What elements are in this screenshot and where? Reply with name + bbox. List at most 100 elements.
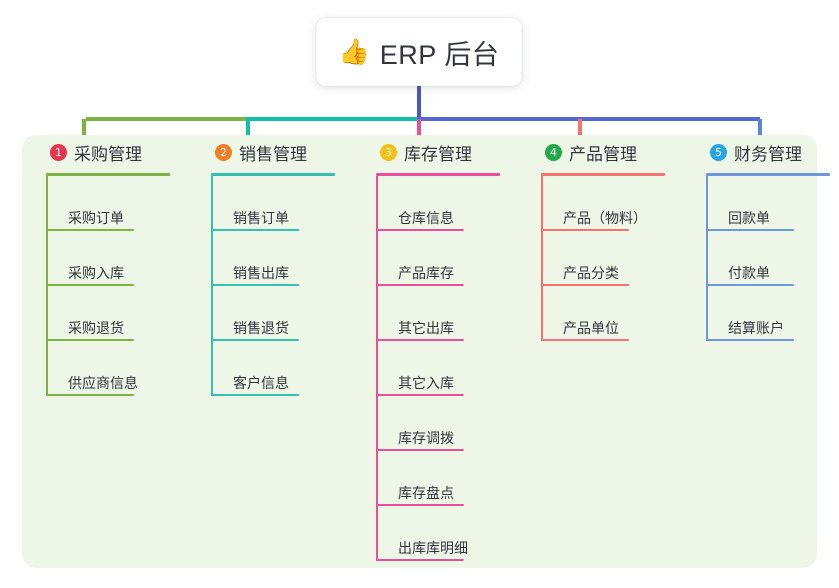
leaf-list-5: 回款单付款单结算账户	[706, 176, 817, 341]
column-badge-1: 1	[50, 143, 67, 161]
leaf-item[interactable]: 供应商信息	[46, 341, 187, 396]
leaf-item[interactable]: 客户信息	[211, 341, 352, 396]
leaf-item-label: 销售订单	[233, 210, 289, 226]
column-header-5[interactable]: 5 财务管理	[698, 135, 817, 169]
column-container: 1 采购管理采购订单采购入库采购退货供应商信息 2 销售管理销售订单销售出库销售退货客…	[22, 135, 830, 568]
column-header-rule-1	[46, 173, 170, 176]
leaf-item-rule	[376, 229, 464, 231]
leaf-item-rule	[376, 339, 464, 341]
diagram-panel	[22, 135, 817, 568]
leaf-item[interactable]: 采购退货	[46, 286, 187, 341]
leaf-item-rule	[376, 559, 464, 561]
column-header-1[interactable]: 1 采购管理	[38, 135, 187, 169]
leaf-item-label: 供应商信息	[68, 375, 138, 391]
leaf-item[interactable]: 库存盘点	[376, 451, 517, 506]
leaf-item-label: 产品库存	[398, 265, 454, 281]
leaf-item[interactable]: 回款单	[706, 176, 817, 231]
leaf-item[interactable]: 仓库信息	[376, 176, 517, 231]
leaf-item[interactable]: 产品分类	[541, 231, 682, 286]
leaf-item-rule	[211, 229, 299, 231]
column-header-3[interactable]: 3 库存管理	[368, 135, 517, 169]
leaf-list-1: 采购订单采购入库采购退货供应商信息	[46, 176, 187, 396]
leaf-item[interactable]: 销售出库	[211, 231, 352, 286]
leaf-item-rule	[376, 449, 464, 451]
branch-column-1: 1 采购管理采购订单采购入库采购退货供应商信息	[22, 135, 187, 396]
leaf-item-rule	[376, 504, 464, 506]
leaf-item[interactable]: 销售退货	[211, 286, 352, 341]
leaf-item-label: 仓库信息	[398, 210, 454, 226]
leaf-item-label: 采购退货	[68, 320, 124, 336]
leaf-item[interactable]: 库存调拨	[376, 396, 517, 451]
leaf-item-rule	[46, 229, 134, 231]
leaf-item-label: 产品单位	[563, 320, 619, 336]
leaf-item[interactable]: 其它入库	[376, 341, 517, 396]
leaf-item-label: 其它入库	[398, 375, 454, 391]
column-header-2[interactable]: 2 销售管理	[203, 135, 352, 169]
leaf-item-rule	[211, 284, 299, 286]
leaf-item[interactable]: 结算账户	[706, 286, 817, 341]
column-header-rule-5	[706, 173, 830, 176]
branch-column-4: 4 产品管理产品（物料） 产品分类产品单位	[517, 135, 682, 341]
column-title-1: 采购管理	[74, 144, 142, 164]
leaf-spine-1	[46, 176, 48, 396]
leaf-item[interactable]: 采购入库	[46, 231, 187, 286]
branch-column-2: 2 销售管理销售订单销售出库销售退货客户信息	[187, 135, 352, 396]
leaf-item[interactable]: 出库库明细	[376, 506, 517, 561]
leaf-item[interactable]: 其它出库	[376, 286, 517, 341]
leaf-list-3: 仓库信息产品库存其它出库其它入库库存调拨库存盘点出库库明细	[376, 176, 517, 561]
column-title-5: 财务管理	[734, 144, 802, 164]
root-title: ERP 后台	[379, 39, 500, 70]
leaf-item-rule	[46, 339, 134, 341]
leaf-item[interactable]: 产品（物料）	[541, 176, 682, 231]
leaf-item-label: 产品分类	[563, 265, 619, 281]
leaf-item-label: 库存调拨	[398, 430, 454, 446]
leaf-item-rule	[211, 394, 299, 396]
leaf-item-rule	[541, 229, 629, 231]
column-title-3: 库存管理	[404, 144, 472, 164]
column-badge-5: 5	[710, 143, 727, 161]
leaf-spine-2	[211, 176, 213, 396]
leaf-list-2: 销售订单销售出库销售退货客户信息	[211, 176, 352, 396]
leaf-item-rule	[376, 394, 464, 396]
leaf-item-label: 出库库明细	[398, 540, 468, 556]
column-header-rule-3	[376, 173, 500, 176]
leaf-item-rule	[706, 229, 794, 231]
leaf-item[interactable]: 销售订单	[211, 176, 352, 231]
leaf-item-rule	[541, 284, 629, 286]
branch-column-5: 5 财务管理回款单付款单结算账户	[682, 135, 830, 341]
leaf-item-rule	[46, 284, 134, 286]
branch-column-3: 3 库存管理仓库信息产品库存其它出库其它入库库存调拨库存盘点出库库明细	[352, 135, 517, 561]
leaf-item-label: 客户信息	[233, 375, 289, 391]
column-header-rule-4	[541, 173, 665, 176]
leaf-item-label: 回款单	[728, 210, 770, 226]
leaf-item-label: 结算账户	[728, 320, 784, 336]
column-title-4: 产品管理	[569, 144, 637, 164]
leaf-item-label: 其它出库	[398, 320, 454, 336]
leaf-item-label: 采购入库	[68, 265, 124, 281]
leaf-item[interactable]: 产品单位	[541, 286, 682, 341]
thumbs-up-icon: 👍	[338, 37, 370, 66]
leaf-item-rule	[706, 339, 794, 341]
leaf-list-4: 产品（物料） 产品分类产品单位	[541, 176, 682, 341]
column-badge-3: 3	[380, 143, 397, 161]
root-node-card[interactable]: 👍 ERP 后台	[316, 18, 522, 86]
column-badge-2: 2	[215, 143, 232, 161]
leaf-item-label: 库存盘点	[398, 485, 454, 501]
leaf-item-label: 产品（物料）	[563, 210, 647, 226]
column-title-2: 销售管理	[239, 144, 307, 164]
leaf-spine-3	[376, 176, 378, 561]
leaf-item-label: 销售退货	[233, 320, 289, 336]
leaf-item[interactable]: 付款单	[706, 231, 817, 286]
leaf-item-rule	[541, 339, 629, 341]
leaf-item-rule	[211, 339, 299, 341]
leaf-item-label: 采购订单	[68, 210, 124, 226]
leaf-item[interactable]: 产品库存	[376, 231, 517, 286]
column-badge-4: 4	[545, 143, 562, 161]
column-header-4[interactable]: 4 产品管理	[533, 135, 682, 169]
leaf-item-rule	[376, 284, 464, 286]
column-header-rule-2	[211, 173, 335, 176]
leaf-item-rule	[706, 284, 794, 286]
leaf-item[interactable]: 采购订单	[46, 176, 187, 231]
leaf-spine-4	[541, 176, 543, 341]
leaf-item-rule	[46, 394, 134, 396]
